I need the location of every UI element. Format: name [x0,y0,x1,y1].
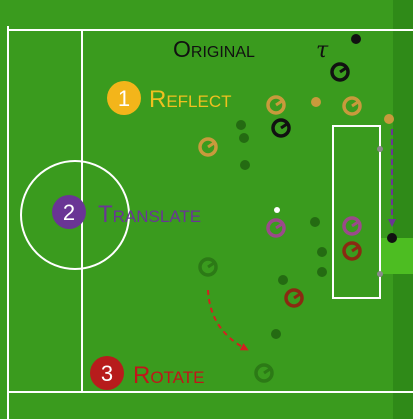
translated-ball [274,207,280,213]
step-rotate: 3 Rotate [90,356,204,390]
trajectory-dot [271,329,281,339]
step-1-number: 1 [118,86,130,111]
step-2-label: Translate [98,201,201,228]
pitch-edge [393,0,413,419]
trajectory-dot [236,120,246,130]
original-ball [351,34,361,44]
step-translate: 2 Translate [52,195,201,229]
step-3-label: Rotate [133,362,204,389]
trajectory-dot [240,160,250,170]
title-symbol: τ [316,38,329,63]
title-text: Original [173,36,255,62]
step-reflect: 1 Reflect [107,81,232,115]
trajectory-dot [317,267,327,277]
reflected-ball [311,97,321,107]
trajectory-dot [310,217,320,227]
trajectory-dot [278,275,288,285]
goalpost-bottom [377,271,383,277]
step-3-number: 3 [101,361,113,386]
goal-mouth [381,238,413,274]
original-ball-end [387,233,397,243]
trajectory-dot [239,133,249,143]
trajectory-dot [317,247,327,257]
reflected-ball-end [384,114,394,124]
goalpost-top [377,146,383,152]
step-2-number: 2 [63,200,75,225]
step-1-label: Reflect [149,86,232,113]
